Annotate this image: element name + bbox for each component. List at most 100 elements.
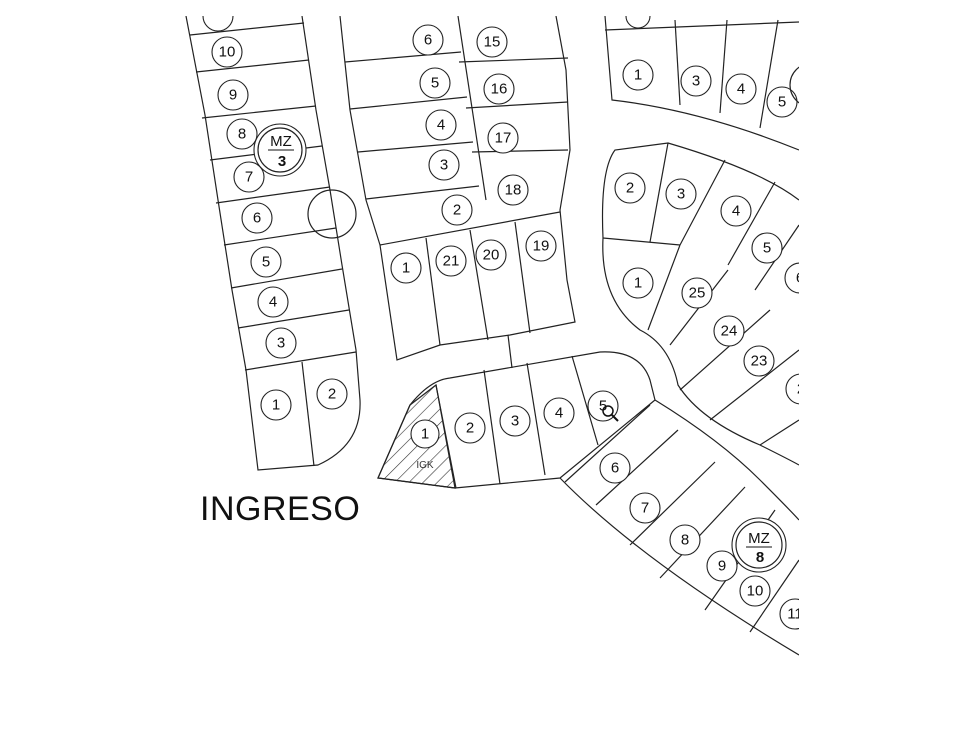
lot-marker: 10 [211,36,243,68]
lot-marker: 3 [680,65,712,97]
svg-text:3: 3 [511,413,519,430]
lot-marker: 2 [316,378,348,410]
lot-marker: 19 [525,230,557,262]
svg-text:8: 8 [681,532,689,549]
svg-text:6: 6 [424,32,432,49]
svg-text:17: 17 [495,130,512,147]
lot-markers-east: 2 3 4 5 1 25 24 23 6 2 [614,172,805,405]
svg-text:4: 4 [555,405,563,422]
svg-text:7: 7 [641,500,649,517]
lot-marker: 1 [410,419,440,449]
lot-marker: 23 [743,345,775,377]
lot-marker: 17 [487,122,519,154]
svg-text:2: 2 [328,386,336,403]
lot-marker: 1 [622,59,654,91]
svg-text:1: 1 [402,260,410,277]
lot-marker: 16 [483,73,515,105]
lot-marker-partial: 2 [785,373,805,405]
lot-marker: 4 [425,109,457,141]
svg-text:3: 3 [278,153,286,170]
svg-text:9: 9 [718,558,726,575]
lot-markers-mz8: 6 7 8 9 10 11 [599,452,799,630]
svg-text:16: 16 [491,81,508,98]
block-front-outline [377,351,656,489]
svg-text:8: 8 [238,126,246,143]
block-mz8 [559,399,799,656]
lot-marker: 1 [622,267,654,299]
lot-markers-mz3: 10 9 8 7 6 5 4 3 1 2 [202,16,348,421]
lot-marker: 2 [441,194,473,226]
lot-marker: 6 [412,24,444,56]
svg-text:6: 6 [253,210,261,227]
svg-text:3: 3 [277,335,285,352]
lot-marker: 15 [476,26,508,58]
svg-text:18: 18 [505,182,522,199]
lot-marker: 2 [454,412,486,444]
lot-marker: 2 [614,172,646,204]
lot-marker-partial: 11 [779,598,799,630]
block-mz3-outline [185,16,361,471]
lot-marker-partial: 6 [784,262,804,294]
block-north-east [604,16,799,151]
block-label-mz8: MZ 8 [731,517,787,573]
svg-text:2: 2 [797,381,805,398]
lot-marker: 5 [751,232,783,264]
lot-marker: 18 [497,174,529,206]
block-label-mz3: MZ 3 [253,123,307,177]
lot-marker: 25 [681,277,713,309]
svg-text:2: 2 [453,202,461,219]
svg-text:7: 7 [245,169,253,186]
svg-text:4: 4 [737,81,745,98]
svg-text:2: 2 [626,180,634,197]
block-east [601,142,799,466]
svg-text:1: 1 [634,275,642,292]
lot-marker: 21 [435,245,467,277]
svg-text:5: 5 [778,94,786,111]
svg-text:5: 5 [431,75,439,92]
lot-marker: 8 [226,118,258,150]
lot-marker: 5 [766,86,798,118]
svg-text:1: 1 [421,426,429,443]
svg-text:5: 5 [262,254,270,271]
lot-marker: 24 [713,315,745,347]
lot-marker: 3 [265,327,297,359]
lot-markers-front: 1 IGK 2 3 4 5 [410,390,619,471]
svg-text:1: 1 [272,397,280,414]
svg-text:6: 6 [796,270,804,287]
svg-text:3: 3 [440,157,448,174]
lot-markers-north-east: 1 3 4 5 [622,16,799,118]
block-central [339,16,576,369]
lot-marker: 8 [669,524,701,556]
svg-text:9: 9 [229,87,237,104]
lot-marker: 4 [725,73,757,105]
lot-marker: 5 [250,246,282,278]
svg-text:15: 15 [484,34,501,51]
svg-text:MZ: MZ [748,530,770,547]
svg-text:6: 6 [611,460,619,477]
svg-text:5: 5 [763,240,771,257]
block-mz8-outline [559,477,799,656]
svg-text:20: 20 [483,247,500,264]
svg-text:10: 10 [747,583,764,600]
lot-marker: 1 [260,389,292,421]
lot-marker: 20 [475,239,507,271]
lot-marker: 7 [629,492,661,524]
svg-text:3: 3 [677,186,685,203]
lot-marker: 6 [241,202,273,234]
magnifier-icon[interactable] [602,405,619,422]
svg-text:2: 2 [466,420,474,437]
lot-marker: 9 [706,550,738,582]
svg-text:4: 4 [732,203,740,220]
svg-text:4: 4 [269,294,277,311]
lot-marker: 5 [587,390,619,422]
lot-marker: 3 [428,149,460,181]
block-central-outline [339,16,576,361]
igk-label: IGK [416,460,434,471]
svg-text:23: 23 [751,353,768,370]
lot-markers-central: 6 5 4 3 2 15 16 17 18 1 21 20 19 [390,24,557,284]
lot-marker: 3 [499,405,531,437]
svg-text:5: 5 [599,398,607,415]
lot-marker: 5 [419,67,451,99]
svg-text:25: 25 [689,285,706,302]
